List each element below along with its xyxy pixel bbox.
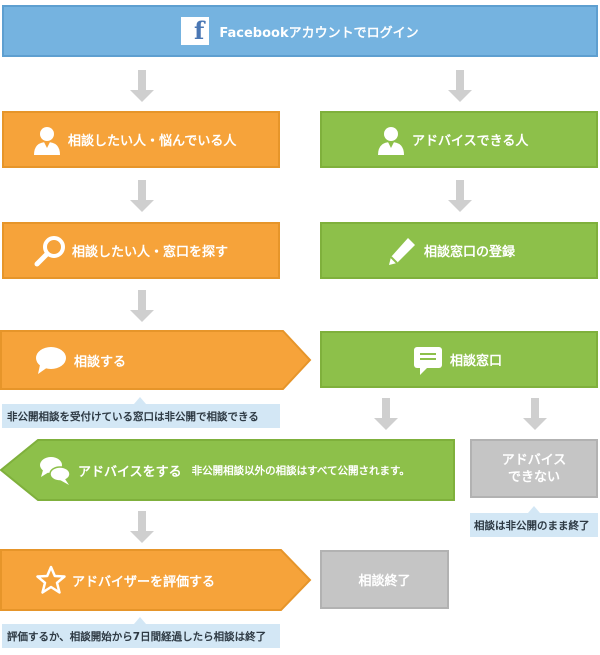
- end-label: 相談終了: [358, 574, 411, 589]
- arrow-down-icon: [374, 398, 398, 430]
- evaluate-label: アドバイザーを評価する: [72, 574, 216, 590]
- evaluate-box: アドバイザーを評価する: [2, 551, 282, 609]
- adviser-box: アドバイスできる人: [320, 111, 598, 168]
- login-label: Facebookアカウントでログイン: [219, 25, 419, 41]
- arrow-down-icon: [523, 398, 547, 430]
- advise-box: アドバイスをする 非公開相談以外の相談はすべて公開されます。: [34, 441, 452, 499]
- seeker-label: 相談したい人・悩んでいる人: [68, 134, 237, 149]
- cannot-line2: できない: [507, 469, 560, 485]
- arrow-down-icon: [448, 70, 472, 102]
- person-icon: [376, 125, 406, 155]
- arrow-down-icon: [130, 180, 154, 212]
- consult-box: 相談する: [2, 332, 282, 388]
- advise-sublabel: 非公開相談以外の相談はすべて公開されます。: [191, 464, 410, 477]
- magnifier-icon: [34, 235, 66, 267]
- end-box: 相談終了: [320, 550, 449, 609]
- adviser-label: アドバイスできる人: [412, 134, 529, 149]
- two-bubbles-icon: [38, 454, 72, 486]
- advise-arrow-shape: [0, 439, 455, 501]
- arrow-down-icon: [130, 290, 154, 322]
- consult-arrow-shape: [0, 330, 312, 390]
- search-label: 相談したい人・窓口を探す: [72, 245, 229, 260]
- arrow-down-icon: [130, 511, 154, 543]
- facebook-login-bar: f Facebookアカウントでログイン: [2, 5, 598, 57]
- star-icon: [36, 565, 66, 595]
- window-label: 相談窓口: [450, 354, 503, 369]
- register-box: 相談窓口の登録: [320, 222, 598, 279]
- facebook-icon: f: [181, 16, 210, 45]
- search-box: 相談したい人・窓口を探す: [2, 222, 280, 279]
- cannot-note: 相談は非公開のまま終了: [470, 513, 598, 537]
- consult-label: 相談する: [74, 354, 127, 370]
- cannot-advise-box: アドバイス できない: [470, 439, 598, 498]
- pencil-icon: [386, 235, 418, 267]
- seeker-box: 相談したい人・悩んでいる人: [2, 111, 280, 168]
- note-pointer: [134, 397, 146, 404]
- message-icon: [412, 344, 444, 376]
- register-label: 相談窓口の登録: [424, 245, 516, 260]
- speech-bubble-icon: [34, 345, 68, 375]
- note-pointer: [528, 506, 540, 513]
- cannot-line1: アドバイス: [501, 452, 567, 468]
- evaluate-arrow-shape: [0, 549, 312, 611]
- person-icon: [32, 125, 62, 155]
- advise-label: アドバイスをする: [78, 464, 182, 480]
- window-box: 相談窓口: [320, 331, 598, 388]
- arrow-down-icon: [130, 70, 154, 102]
- evaluate-note: 評価するか、相談開始から7日間経過したら相談は終了: [2, 624, 280, 648]
- consult-note: 非公開相談を受付けている窓口は非公開で相談できる: [2, 404, 280, 428]
- arrow-down-icon: [448, 180, 472, 212]
- note-pointer: [134, 617, 146, 624]
